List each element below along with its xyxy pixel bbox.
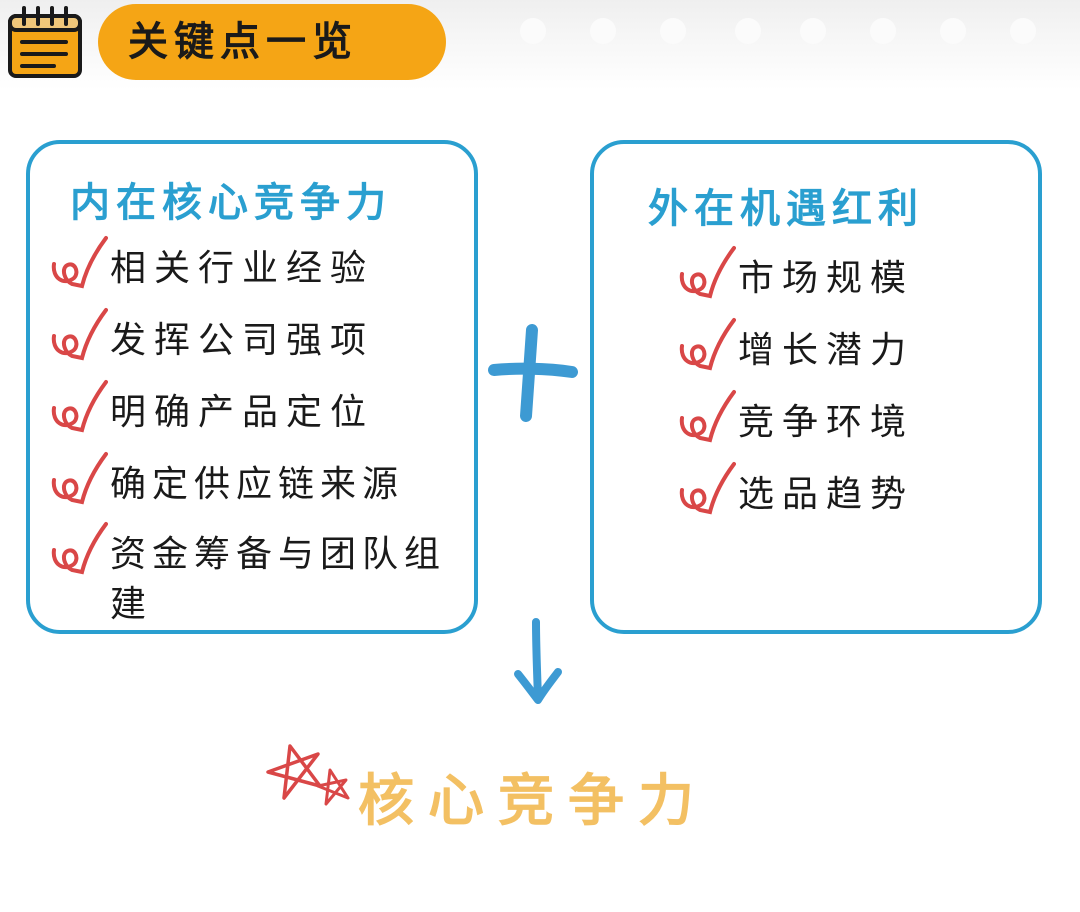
list-item: 选品趋势 [676,462,998,520]
texture-dot [590,18,616,44]
stars-icon [266,744,350,806]
texture-dot [520,18,546,44]
check-icon [51,522,108,575]
title-pill [98,4,446,80]
list-item-text: 发挥公司强项 [110,320,375,361]
texture-dot [735,18,761,44]
list-item-text: 相关行业经验 [110,248,375,289]
list-item: 市场规模 [676,246,998,304]
check-icon [679,246,736,299]
arrow-down-icon [514,618,562,704]
list-item: 竞争环境 [676,390,998,448]
list-item-text: 明确产品定位 [110,392,375,433]
check-icon [679,390,736,443]
texture-dot [800,18,826,44]
external-box-title: 外在机遇红利 [648,186,924,232]
list-item-text: 资金筹备与团队组建 [110,534,447,625]
texture-dot [1010,18,1036,44]
check-icon [51,452,108,505]
texture-dot [940,18,966,44]
list-item: 明确产品定位 [48,380,450,438]
texture-dot [660,18,686,44]
list-item: 增长潜力 [676,318,998,376]
check-icon [679,462,736,515]
list-item: 确定供应链来源 [48,452,470,510]
plus-icon [488,324,578,422]
page-title: 关键点一览 [128,19,358,65]
internal-box-title: 内在核心竞争力 [70,180,392,226]
internal-competitiveness-box: 内在核心竞争力 相关行业经验 发挥公司强项 明确产品定位 确定供应链来源 资金筹… [26,140,478,634]
check-icon [51,308,108,361]
list-item-text: 市场规模 [738,258,915,299]
texture-dot [870,18,896,44]
list-item: 发挥公司强项 [48,308,450,366]
check-icon [51,380,108,433]
list-item-text: 选品趋势 [738,474,915,515]
list-item-text: 确定供应链来源 [110,464,405,505]
list-item-text: 增长潜力 [738,330,915,371]
list-item: 相关行业经验 [48,236,450,294]
check-icon [51,236,108,289]
list-item-text: 竞争环境 [738,402,915,443]
notepad-icon [8,6,82,78]
external-opportunity-box: 外在机遇红利 市场规模 增长潜力 竞争环境 选品趋势 [590,140,1042,634]
check-icon [679,318,736,371]
core-competitiveness-text: 核心竞争力 [358,769,708,834]
list-item: 资金筹备与团队组建 [48,522,470,630]
